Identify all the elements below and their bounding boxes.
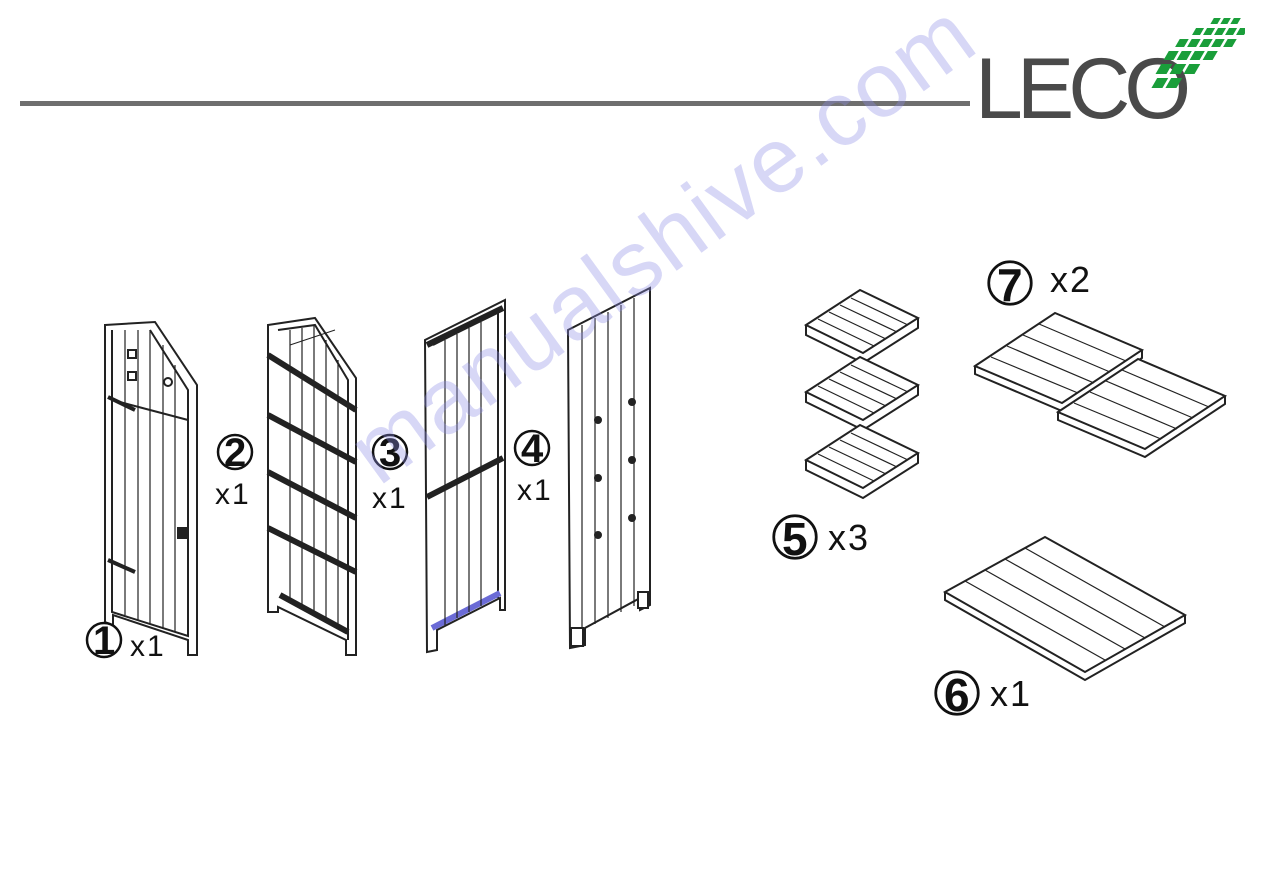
part-7-quantity: x2: [1050, 262, 1092, 298]
part-5-number-badge: 5: [770, 512, 820, 562]
part-7-medium-shelves-drawing: [975, 313, 1225, 457]
part-5-small-shelves-drawing: [806, 290, 918, 498]
part-7-number: 7: [997, 262, 1023, 308]
part-1-number-badge: 1: [84, 620, 124, 660]
part-5-quantity: x3: [828, 520, 870, 556]
part-6-number-badge: 6: [932, 668, 982, 718]
part-4-quantity: x1: [517, 476, 553, 506]
part-2-number-badge: 2: [215, 432, 255, 472]
part-6-floor-drawing: [945, 537, 1185, 680]
part-1-quantity: x1: [130, 632, 166, 662]
part-1-number: 1: [93, 621, 115, 661]
part-5-number: 5: [782, 516, 808, 562]
part-7-number-badge: 7: [985, 258, 1035, 308]
part-2-number: 2: [224, 433, 246, 473]
part-1-door-drawing: [105, 322, 197, 655]
part-2-gable-frame-drawing: [268, 318, 356, 655]
part-4-number: 4: [521, 429, 543, 469]
part-4-number-badge: 4: [512, 428, 552, 468]
part-6-quantity: x1: [990, 676, 1032, 712]
part-2-quantity: x1: [215, 480, 251, 510]
part-6-number: 6: [944, 672, 970, 718]
